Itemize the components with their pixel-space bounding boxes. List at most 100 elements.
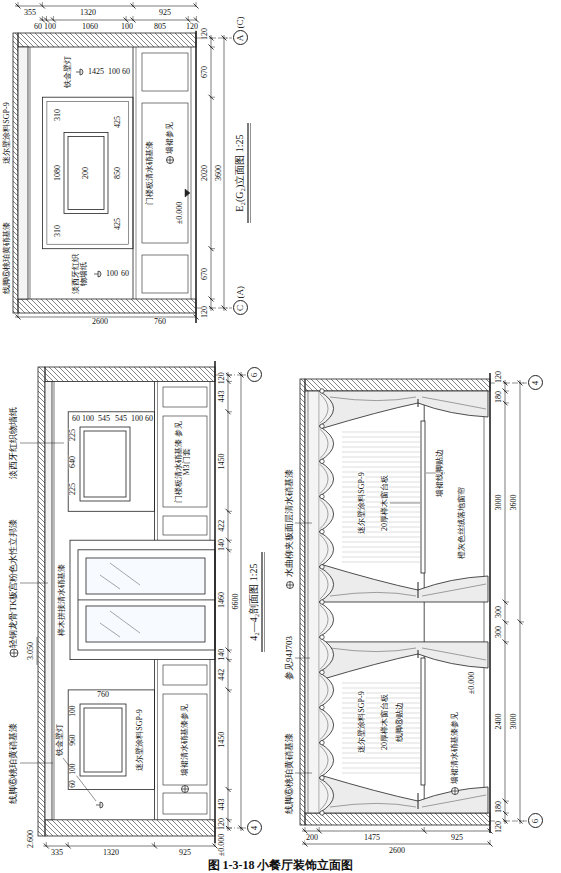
cornice-line [30, 47, 31, 299]
valance-swag [319, 602, 333, 637]
dimension-text: 670 [201, 267, 209, 281]
leader-line [20, 443, 64, 444]
dimension-text: 850 [114, 166, 122, 180]
valance-swag [320, 746, 328, 775]
section-symbol [10, 649, 18, 657]
material-note: 门楼板清水硝基漆 [146, 140, 154, 206]
dimension-text: 60 [71, 415, 81, 423]
material-note: 淡西牙红织物墙纸 [9, 406, 18, 480]
door-leaf-joint [78, 599, 215, 600]
wainscot-panel [163, 516, 207, 535]
dimension-line [224, 35, 225, 311]
valance-knob [320, 600, 324, 604]
level-line [37, 637, 38, 665]
dimension-text: 425 [114, 217, 122, 231]
dimension-text: 670 [201, 65, 209, 79]
extension-line [46, 16, 47, 21]
dimension-text: 1475 [363, 834, 381, 842]
wall-sconce [80, 69, 83, 75]
dimension-text: 443 [218, 390, 226, 404]
dimension-text: 120 [185, 23, 199, 31]
dimension-text: 140 [218, 538, 226, 552]
extension-line [18, 313, 19, 318]
skirting-line [210, 381, 211, 540]
dimension-text: 2.600 [27, 829, 35, 849]
material-note: 墙裙清水硝基漆参见 [181, 703, 189, 777]
level-mark [185, 189, 190, 197]
valance-knob [320, 635, 324, 639]
fabric-panel [68, 690, 154, 790]
wainscot-panel [142, 255, 188, 293]
dimension-text: 200 [305, 834, 319, 842]
picture-frame [80, 704, 126, 776]
material-note: 线脚⑥桃珀黄硝基漆 [3, 221, 11, 295]
axis-marker: C (A) [233, 286, 248, 316]
curtain-tieback [418, 582, 419, 598]
extension-line [210, 299, 215, 300]
axis-alias: (C) [236, 17, 245, 29]
picture-frame [80, 427, 130, 501]
wainscot-panel [142, 103, 188, 243]
axis-alias: (A) [236, 286, 245, 299]
title-underline [264, 552, 265, 652]
valance-swag [319, 497, 333, 532]
skirting-line [191, 47, 192, 299]
dimension-text: 120 [218, 817, 226, 831]
axis-circle: C [233, 301, 248, 316]
wall-sconce [76, 72, 80, 73]
floor-slab [38, 367, 45, 836]
sheer-curtain-fold [342, 557, 420, 558]
door-glass [86, 606, 205, 642]
material-note: 迷尔壁涂料SGP-9 [136, 708, 144, 771]
leader-line [20, 763, 53, 764]
window-sill [421, 658, 425, 785]
dimension-text: 3.050 [27, 641, 35, 661]
axis-number: 4 [250, 826, 259, 831]
extension-line [490, 840, 491, 845]
dado-rail [136, 47, 137, 299]
leader-line [295, 523, 312, 524]
valance-swag [319, 426, 333, 461]
dado-rail [157, 660, 158, 820]
sheer-curtain-fold [342, 768, 420, 769]
pelmet-line [308, 391, 309, 813]
axis-circle: A [233, 31, 248, 46]
extension-line [519, 621, 524, 622]
dimension-text: 60 [121, 68, 131, 76]
dimension-text: 100 [69, 762, 77, 775]
dimension-text: 1450 [218, 731, 226, 749]
extension-line [504, 813, 509, 814]
extension-line [196, 2, 197, 7]
valance-knob [320, 459, 324, 463]
material-note: 参见94J703 [285, 635, 294, 681]
wainscot-panel [163, 665, 207, 685]
extension-line [227, 549, 232, 550]
axis-number: 6 [531, 819, 540, 824]
floor-slab [300, 379, 305, 825]
sheer-curtain-fold [342, 758, 420, 759]
material-note: 榉木拼接清水硝基漆 [58, 563, 66, 637]
sheer-curtain-fold [342, 683, 420, 684]
dimension-text: 960 [69, 733, 77, 746]
axis-marker: 4 [247, 821, 262, 836]
title-underline [261, 552, 262, 652]
dimension-text: 140 [218, 648, 226, 662]
door-casing [70, 540, 215, 659]
extension-line [68, 842, 69, 847]
wall-section [305, 379, 490, 391]
extension-line [305, 827, 306, 832]
axis-circle: 4 [528, 376, 543, 391]
extension-line [210, 97, 215, 98]
axis-circle: 4 [247, 821, 262, 836]
material-note: 橙灰色丝绒落地窗帘 [458, 486, 466, 560]
extension-line [504, 391, 509, 392]
valance-swag [320, 640, 328, 669]
valance-swag [320, 394, 328, 423]
wall-section [45, 367, 215, 381]
extension-line [133, 2, 134, 7]
extension-line [210, 248, 215, 249]
dimension-text: 310 [54, 108, 62, 122]
axis-number: 6 [250, 373, 259, 378]
sheer-curtain-fold [342, 763, 420, 764]
extension-line [18, 2, 19, 7]
